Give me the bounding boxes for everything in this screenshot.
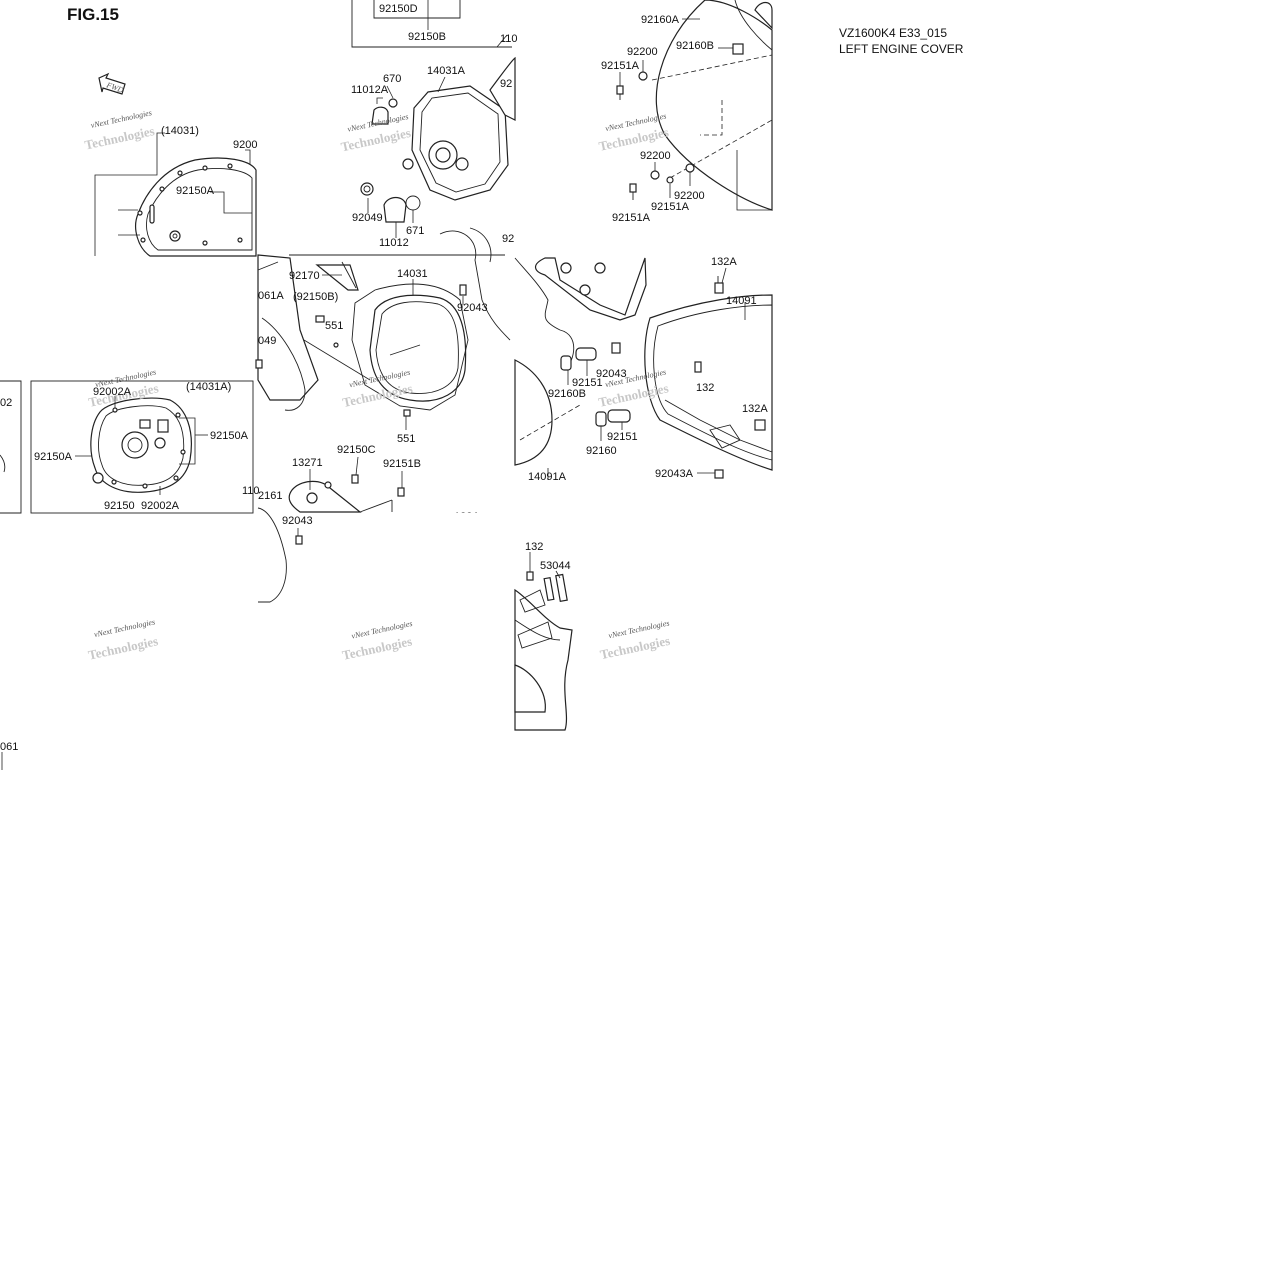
part-label[interactable]: 92150A (210, 430, 249, 442)
part-label[interactable]: 92160B (676, 40, 714, 52)
part-label[interactable]: 14091A (528, 471, 567, 483)
tile-generator-cover (0, 380, 254, 514)
part-label[interactable]: 92200 (627, 46, 658, 58)
part-label[interactable]: 132A (711, 256, 737, 268)
tile-outer-cover (616, 0, 773, 211)
part-label[interactable]: 53044 (540, 560, 571, 572)
tile-clutch-cover (351, 0, 516, 238)
part-label[interactable]: 92150A (34, 451, 73, 463)
watermark-3: Technologies vNext Technologies (597, 111, 670, 153)
watermark-7: Technologies vNext Technologies (87, 617, 160, 662)
part-label[interactable]: 132 (525, 541, 543, 553)
part-label[interactable]: 92160A (641, 14, 680, 26)
part-label[interactable]: 92200 (674, 190, 705, 202)
tile-inner-housing (255, 227, 511, 430)
watermark-2: Technologies vNext Technologies (339, 112, 412, 154)
part-label[interactable]: 92160 (586, 445, 617, 457)
part-label[interactable]: 92151A (601, 60, 640, 72)
watermark-9: Technologies vNext Technologies (599, 618, 672, 662)
part-label[interactable]: 13271 (292, 457, 323, 469)
part-label[interactable]: 110 (500, 33, 518, 45)
part-label[interactable]: 92002A (141, 500, 180, 512)
part-label[interactable]: 92200 (640, 150, 671, 162)
part-label[interactable]: 92 (500, 78, 512, 90)
part-label[interactable]: 551 (325, 320, 343, 332)
part-label[interactable]: 92049 (352, 212, 383, 224)
part-label[interactable]: 14091 (726, 295, 757, 307)
part-label[interactable]: 11012A (351, 84, 389, 96)
part-label[interactable]: 9200 (233, 139, 257, 151)
diagram-title: LEFT ENGINE COVER (839, 42, 964, 56)
tile-floor-panel (514, 552, 573, 731)
part-label[interactable]: 92151B (383, 458, 421, 470)
part-label[interactable]: 92151 (607, 431, 638, 443)
part-label[interactable]: 92151A (612, 212, 651, 224)
part-label[interactable]: 670 (383, 73, 401, 85)
fwd-arrow-icon: FWD (98, 72, 126, 95)
part-label[interactable]: (14031) (161, 125, 199, 137)
part-label[interactable]: 671 (406, 225, 424, 237)
part-label[interactable]: 132 (696, 382, 714, 394)
part-label[interactable]: 92043 (282, 515, 313, 527)
figure-number: FIG.15 (67, 5, 119, 24)
fwd-label: FWD (104, 80, 125, 95)
watermark-5: Technologies vNext Technologies (341, 368, 414, 410)
part-label[interactable]: 110 (242, 485, 260, 497)
tile-timing-cover (257, 456, 405, 603)
part-label[interactable]: 92043A (655, 468, 694, 480)
part-label[interactable]: 92043 (596, 368, 627, 380)
tile-left-cover (94, 132, 257, 257)
part-label[interactable]: 92 (502, 233, 514, 245)
watermark-8: Technologies vNext Technologies (341, 619, 414, 663)
part-label[interactable]: 92150C (337, 444, 376, 456)
part-label[interactable]: 92150A (176, 185, 215, 197)
model-code: VZ1600K4 E33_015 (839, 26, 947, 40)
part-label[interactable]: 132A (742, 403, 768, 415)
part-label[interactable]: 92150B (408, 31, 446, 43)
part-label[interactable]: 92150 (104, 500, 135, 512)
part-label[interactable]: 049 (258, 335, 276, 347)
part-label[interactable]: 92150D (379, 3, 418, 15)
part-label[interactable]: 92151A (651, 201, 690, 213)
tile-gap-mask (440, 513, 515, 533)
part-label[interactable]: 061A (258, 290, 284, 302)
part-label[interactable]: 92151 (572, 377, 603, 389)
part-label[interactable]: (14031A) (186, 381, 231, 393)
part-label[interactable]: 92002A (93, 386, 132, 398)
part-label[interactable]: 92170 (289, 270, 320, 282)
part-label[interactable]: 92160B (548, 388, 586, 400)
part-label[interactable]: (92150B) (293, 291, 338, 303)
tile-side-covers (514, 257, 773, 480)
part-label[interactable]: 061 (0, 741, 18, 753)
part-label[interactable]: 14031A (427, 65, 466, 77)
part-labels: 92150D 92150B 110 92160A 92200 92160B 92… (0, 3, 768, 753)
part-label[interactable]: 2161 (258, 490, 282, 502)
part-label[interactable]: 92043 (457, 302, 488, 314)
part-label[interactable]: 02 (0, 397, 12, 409)
watermark-1: Technologies vNext Technologies (83, 108, 156, 152)
part-label[interactable]: 551 (397, 433, 415, 445)
part-label[interactable]: 14031 (397, 268, 428, 280)
part-label[interactable]: 11012 (379, 237, 409, 249)
